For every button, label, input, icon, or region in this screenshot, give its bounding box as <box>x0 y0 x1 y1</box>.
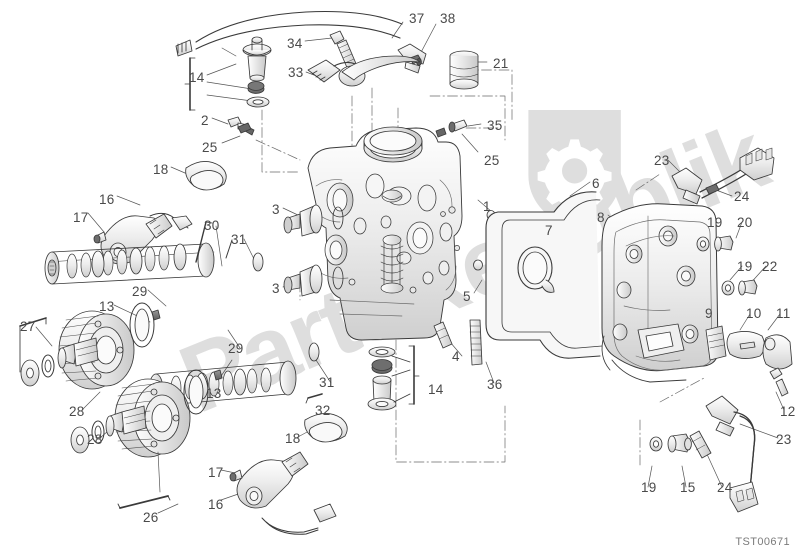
callout-21: 21 <box>493 56 509 71</box>
callout-28-upper: 28 <box>69 404 85 419</box>
callout-17-bottom: 17 <box>208 465 224 480</box>
callout-19-b: 19 <box>737 259 753 274</box>
callout-29-upper: 29 <box>132 284 148 299</box>
callout-17-top: 17 <box>73 210 89 225</box>
callout-25-left: 25 <box>202 140 218 155</box>
callout-4: 4 <box>452 349 460 364</box>
callout-23-top: 23 <box>654 153 670 168</box>
callout-16-bottom: 16 <box>208 497 224 512</box>
callout-26: 26 <box>143 510 159 525</box>
callout-15: 15 <box>680 480 696 495</box>
callout-7: 7 <box>545 223 553 238</box>
callout-24-bottom: 24 <box>717 480 733 495</box>
callout-6: 6 <box>592 176 600 191</box>
callout-24-top: 24 <box>734 189 750 204</box>
callout-14-top: 14 <box>189 70 205 85</box>
callout-8: 8 <box>597 210 605 225</box>
callout-9: 9 <box>705 306 713 321</box>
callout-3-upper: 3 <box>272 202 280 217</box>
callout-29-lower: 29 <box>228 341 244 356</box>
callout-13-upper: 13 <box>99 299 115 314</box>
callout-22-a: 22 <box>762 259 778 274</box>
callout-19-c: 19 <box>641 480 657 495</box>
callout-10: 10 <box>746 306 762 321</box>
callout-16-top: 16 <box>99 192 115 207</box>
callout-20: 20 <box>737 215 753 230</box>
callout-38: 38 <box>440 11 456 26</box>
callout-37: 37 <box>409 11 425 26</box>
callout-11: 11 <box>776 306 791 321</box>
callout-35: 35 <box>487 118 503 133</box>
callout-5: 5 <box>463 289 471 304</box>
callout-25-right: 25 <box>484 153 500 168</box>
callout-19-a: 19 <box>707 215 723 230</box>
sheet-code: TST00671 <box>735 536 790 548</box>
callout-31-upper: 31 <box>231 232 247 247</box>
callout-1: 1 <box>483 199 491 214</box>
callout-34: 34 <box>287 36 303 51</box>
callout-33: 33 <box>288 65 304 80</box>
callout-30: 30 <box>204 218 220 233</box>
callout-36: 36 <box>487 377 503 392</box>
callout-18-top: 18 <box>153 162 169 177</box>
callout-3-lower: 3 <box>272 281 280 296</box>
callout-31-lower: 31 <box>319 375 335 390</box>
callout-18-bottom: 18 <box>285 431 301 446</box>
callout-13-lower: 13 <box>206 386 222 401</box>
callout-27: 27 <box>20 319 36 334</box>
callout-23-bottom: 23 <box>776 432 792 447</box>
callout-32: 32 <box>315 403 331 418</box>
callout-12: 12 <box>780 404 796 419</box>
callout-28-lower: 28 <box>87 432 103 447</box>
callout-14-mid: 14 <box>428 382 444 397</box>
callout-2: 2 <box>201 113 209 128</box>
